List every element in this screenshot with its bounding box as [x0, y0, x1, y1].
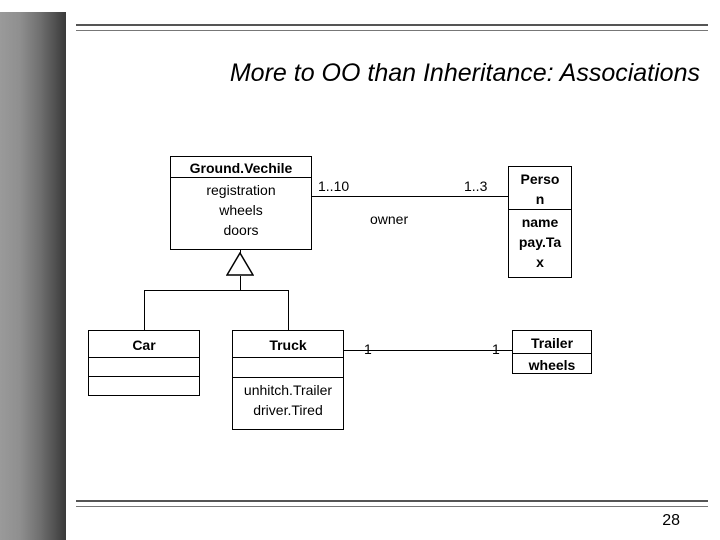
class-box-trailer[interactable]: Trailer wheels — [512, 330, 592, 374]
attribute-pay-tax-line2: x — [536, 254, 544, 270]
multiplicity-vehicle-side: 1..10 — [318, 178, 350, 194]
operation-driver-tired: driver.Tired — [253, 402, 323, 418]
class-name-person-line1: Perso — [520, 171, 560, 187]
class-operations-car — [89, 376, 199, 395]
class-operations-truck: unhitch.Trailer driver.Tired — [233, 377, 343, 429]
class-box-person[interactable]: Perso n name pay.Ta x — [508, 166, 572, 278]
attribute-wheels: wheels — [219, 202, 263, 218]
class-name-ground-vechile: Ground.Vechile — [189, 160, 293, 176]
page-number: 28 — [662, 512, 680, 529]
class-name-person: Perso n — [509, 167, 571, 209]
operation-unhitch-trailer: unhitch.Trailer — [243, 382, 333, 398]
attribute-registration: registration — [206, 182, 276, 198]
class-name-person-line2: n — [535, 191, 545, 207]
class-attributes-person: name pay.Ta x — [509, 209, 571, 278]
generalization-crossbar — [144, 290, 288, 291]
generalization-leg-truck — [288, 290, 289, 330]
class-attributes-trailer: wheels — [513, 353, 591, 374]
multiplicity-person-side: 1..3 — [464, 178, 488, 194]
multiplicity-trailer-side: 1 — [492, 341, 500, 357]
association-role-owner: owner — [370, 211, 409, 227]
class-box-truck[interactable]: Truck unhitch.Trailer driver.Tired — [232, 330, 344, 430]
bottom-divider-line-1 — [76, 500, 708, 502]
attribute-doors: doors — [223, 222, 259, 238]
generalization-stem-lower — [240, 276, 241, 290]
attribute-pay-tax-line1: pay.Ta — [518, 234, 562, 250]
class-box-car[interactable]: Car — [88, 330, 200, 396]
class-attributes-truck — [233, 357, 343, 377]
class-name-trailer: Trailer — [530, 335, 574, 351]
class-attributes-ground-vechile: registration wheels doors — [171, 177, 311, 250]
attribute-name: name — [521, 214, 559, 230]
sidebar-top-gap — [0, 0, 66, 12]
sidebar-decoration — [0, 0, 66, 540]
association-line-truck-trailer — [344, 350, 512, 351]
attribute-trailer-wheels: wheels — [528, 357, 576, 373]
generalization-triangle-icon — [226, 252, 254, 276]
top-divider-line-1 — [76, 24, 708, 26]
top-divider-line-2 — [76, 30, 708, 31]
multiplicity-truck-side: 1 — [364, 341, 372, 357]
generalization-leg-car — [144, 290, 145, 330]
class-attributes-car — [89, 357, 199, 376]
class-name-car: Car — [132, 337, 156, 353]
association-line-vehicle-person — [312, 196, 508, 197]
class-name-truck: Truck — [269, 337, 307, 353]
slide-title: More to OO than Inheritance: Association… — [229, 59, 700, 87]
class-box-ground-vechile[interactable]: Ground.Vechile registration wheels doors — [170, 156, 312, 250]
bottom-divider-line-2 — [76, 506, 708, 507]
